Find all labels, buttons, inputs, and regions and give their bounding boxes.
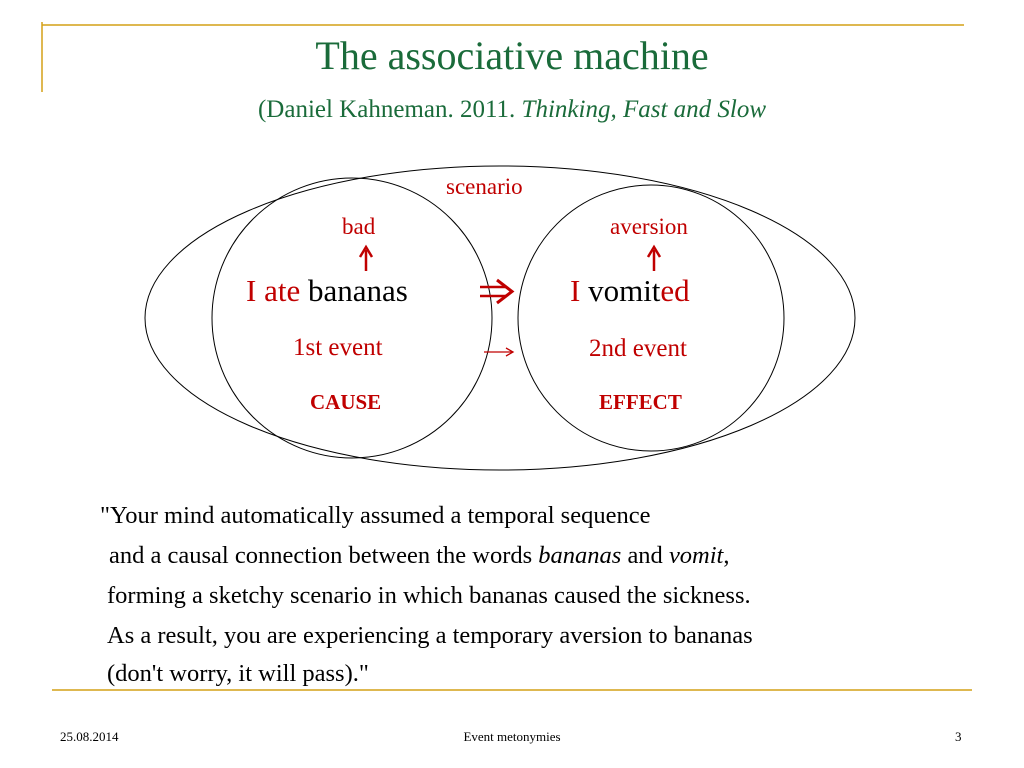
quote-line-5: (don't worry, it will pass)."	[107, 660, 369, 687]
cause-label: CAUSE	[310, 390, 382, 414]
bad-label: bad	[342, 214, 376, 239]
effect-sentence: I vomited	[570, 273, 690, 309]
effect-ed: ed	[660, 273, 690, 308]
quote-line-2-e: ,	[723, 542, 730, 569]
scenario-label: scenario	[446, 174, 523, 199]
causal-double-arrow-icon	[480, 278, 515, 305]
cause-sentence: I ate bananas	[246, 273, 408, 309]
cause-bananas: bananas	[307, 273, 408, 308]
effect-i: I	[570, 273, 581, 308]
quote-line-4: As a result, you are experiencing a temp…	[107, 622, 753, 649]
bad-up-arrow-icon	[358, 244, 374, 271]
scenario-ellipse	[144, 165, 856, 471]
footer-title: Event metonymies	[463, 729, 561, 744]
footer-date: 25.08.2014	[60, 729, 119, 744]
second-event-label: 2nd event	[589, 335, 687, 362]
quote-word-bananas: bananas	[538, 542, 622, 569]
footer-page-number: 3	[955, 729, 962, 744]
temporal-arrow-icon	[484, 347, 515, 357]
slide-title: The associative machine	[315, 33, 709, 78]
quote-line-1: "Your mind automatically assumed a tempo…	[100, 502, 651, 529]
first-event-label: 1st event	[293, 334, 383, 361]
effect-circle	[517, 184, 785, 452]
quote-line-2: and a causal connection between the word…	[109, 542, 730, 569]
cause-i: I	[246, 273, 257, 308]
aversion-label: aversion	[610, 214, 688, 239]
cause-circle	[211, 177, 493, 459]
effect-label: EFFECT	[599, 390, 682, 414]
quote-line-2-c: and	[621, 542, 669, 569]
cause-ate: ate	[264, 273, 301, 308]
subtitle-plain: (Daniel Kahneman. 2011.	[257, 96, 522, 123]
quote-line-3: forming a sketchy scenario in which bana…	[107, 582, 751, 609]
slide-subtitle: (Daniel Kahneman. 2011. Thinking, Fast a…	[0, 96, 1024, 124]
subtitle-book-title: Thinking, Fast and Slow	[521, 96, 767, 123]
quote-line-2-a: and a causal connection between the word…	[109, 542, 539, 569]
effect-vomit: vomit	[588, 273, 661, 308]
quote-word-vomit: vomit	[668, 542, 724, 569]
aversion-up-arrow-icon	[646, 244, 662, 271]
